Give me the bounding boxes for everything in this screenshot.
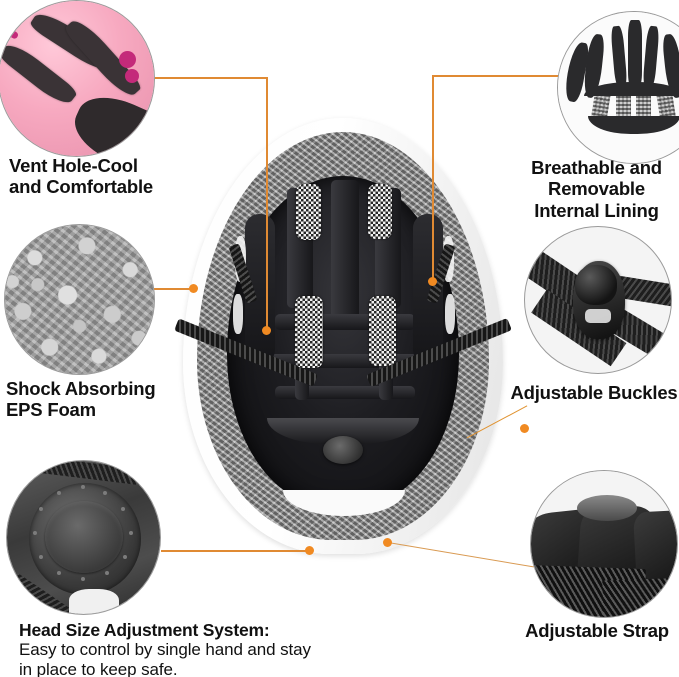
helmet-vent-slot	[233, 294, 243, 334]
adjustable-strap-icon	[530, 470, 678, 618]
adjustment-dial-icon	[6, 460, 161, 615]
helmet-mesh-vent-pad	[296, 184, 321, 240]
lining-top-band	[584, 82, 679, 96]
dial-highlight	[69, 589, 119, 614]
buckle-button	[575, 265, 617, 305]
connector-head-size-horizontal	[161, 550, 309, 552]
connector-eps-foam-horizontal	[152, 288, 194, 290]
eps-foam-caption: Shock Absorbing EPS Foam	[6, 378, 156, 421]
helmet-inner-rib	[331, 180, 359, 330]
adjustable-buckles-caption: Adjustable Buckles	[510, 382, 678, 403]
connector-dot-vent-hole	[262, 326, 271, 335]
connector-dot-buckles	[520, 424, 529, 433]
connector-dot-eps-foam	[189, 284, 198, 293]
connector-vent-hole-horizontal	[155, 77, 267, 79]
strap-buckle-top	[577, 495, 637, 521]
connector-vent-hole-vertical	[266, 77, 268, 330]
pink-decor-dot	[119, 51, 136, 68]
helmet-vent-slot	[445, 294, 455, 334]
helmet-mesh-vent-pad	[369, 296, 396, 366]
buckle-slot	[585, 309, 611, 323]
connector-dot-strap	[383, 538, 392, 547]
helmet-interior-bottom-view	[174, 118, 512, 554]
connector-lining-horizontal	[432, 75, 558, 77]
connector-dot-head-size	[305, 546, 314, 555]
adjustable-strap-caption: Adjustable Strap	[525, 620, 669, 641]
internal-lining-caption: Breathable and Removable Internal Lining	[531, 157, 662, 221]
connector-lining-vertical	[432, 75, 434, 281]
adjustable-buckles-icon	[524, 226, 672, 374]
vent-hole-icon	[0, 0, 155, 157]
strap-webbing	[602, 577, 677, 617]
pink-decor-dot	[125, 69, 139, 83]
head-size-adjustment-subcaption: Easy to control by single hand and stay …	[19, 640, 311, 677]
connector-dot-lining	[428, 277, 437, 286]
dial-knob	[45, 501, 123, 573]
internal-lining-icon	[557, 11, 679, 164]
head-size-adjustment-caption: Head Size Adjustment System:	[19, 620, 270, 640]
eps-foam-icon	[4, 224, 155, 375]
helmet-mesh-vent-pad	[295, 296, 323, 368]
lining-center-pad	[628, 20, 642, 88]
lining-bottom-band	[588, 116, 679, 134]
vent-hole-caption: Vent Hole-Cool and Comfortable	[9, 155, 153, 198]
helmet-mesh-vent-pad	[368, 184, 392, 239]
helmet-adjustment-dial	[323, 436, 363, 464]
